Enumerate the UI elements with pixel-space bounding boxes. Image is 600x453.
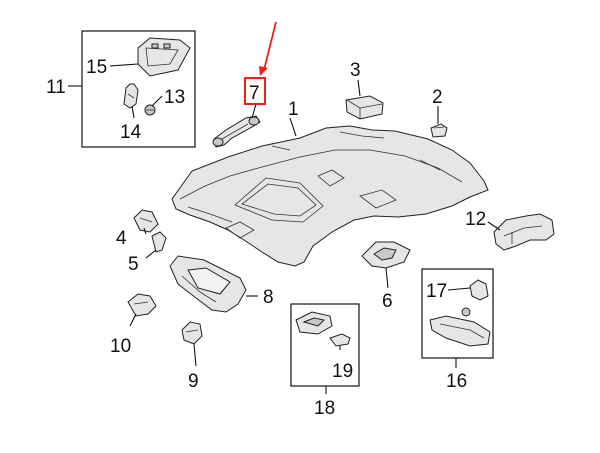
callout-12: 12 — [465, 209, 486, 230]
lens-part-19 — [329, 333, 351, 347]
callout-10: 10 — [110, 336, 131, 357]
group-box-11 — [81, 30, 196, 148]
console-part-16 — [429, 315, 491, 347]
screw-part-13 — [144, 104, 156, 116]
callout-14: 14 — [120, 122, 142, 143]
group-box-16 — [421, 268, 494, 359]
clip-part-5 — [151, 231, 167, 253]
visor-clip-part-9 — [181, 321, 203, 345]
bracket-part-17 — [469, 279, 489, 301]
callout-13: 13 — [164, 87, 185, 108]
callout-9: 9 — [188, 371, 199, 392]
headliner-part — [171, 125, 489, 267]
lens-part-14 — [123, 83, 139, 109]
callout-5: 5 — [128, 254, 139, 275]
block-part-3 — [345, 95, 384, 120]
clip-part-2 — [430, 123, 448, 138]
grab-handle-part-7 — [212, 115, 261, 148]
callout-3: 3 — [350, 60, 361, 81]
bracket-part-4 — [133, 209, 159, 233]
leader-lines — [68, 63, 501, 394]
lamp-part-15 — [137, 37, 191, 77]
callout-11: 11 — [46, 77, 66, 98]
callout-7: 7 — [249, 83, 260, 104]
highlight-box-7 — [244, 77, 266, 105]
screw-part-16 — [461, 307, 471, 317]
group-box-18 — [290, 303, 360, 387]
callout-19: 19 — [332, 361, 353, 382]
callout-1: 1 — [288, 99, 299, 120]
callout-8: 8 — [263, 287, 274, 308]
callout-15: 15 — [86, 57, 107, 78]
callout-16: 16 — [446, 371, 467, 392]
console-part-12 — [493, 213, 555, 251]
callout-2: 2 — [432, 87, 443, 108]
callout-4: 4 — [116, 228, 127, 249]
callout-18: 18 — [314, 398, 335, 419]
lamp-part-6 — [361, 241, 411, 269]
sun-visor-part-8 — [169, 255, 247, 313]
callout-6: 6 — [382, 291, 393, 312]
highlight-arrow — [259, 21, 277, 76]
lamp-part-18 — [295, 311, 333, 335]
callout-17: 17 — [426, 281, 447, 302]
holder-part-10 — [127, 293, 157, 317]
